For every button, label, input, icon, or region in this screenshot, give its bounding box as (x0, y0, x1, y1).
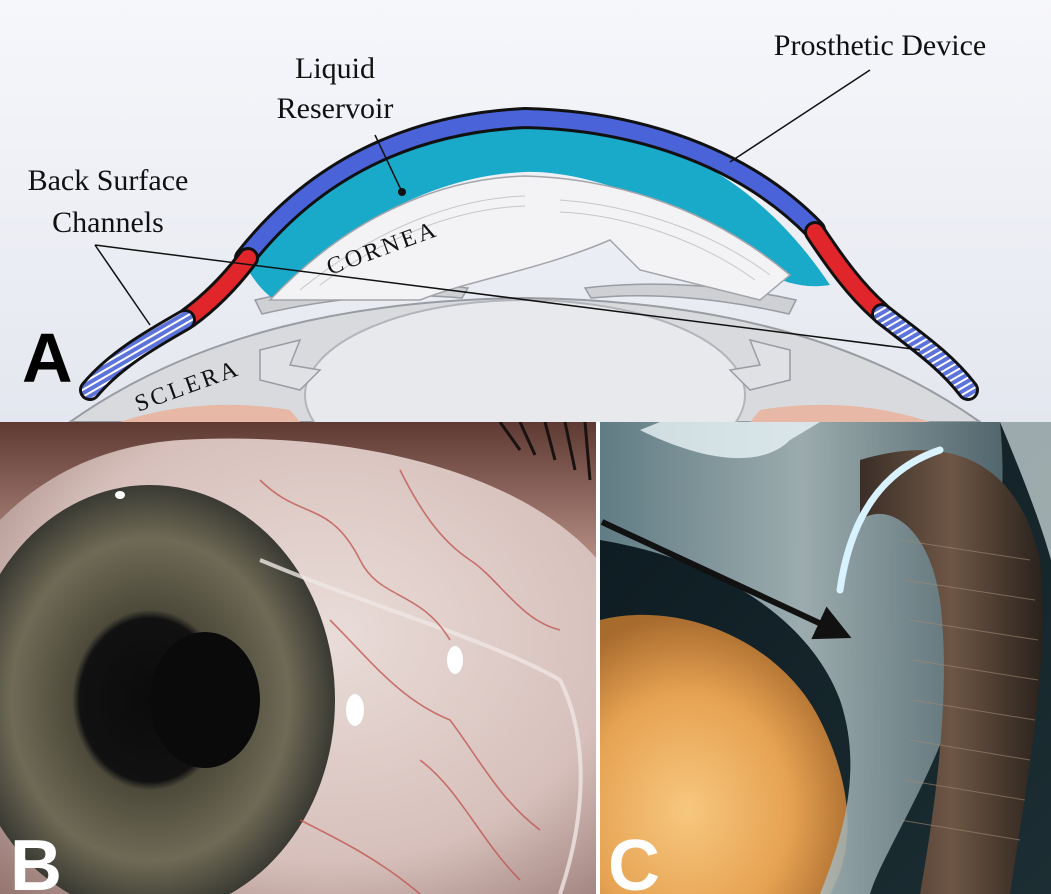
panel-letter-a: A (22, 319, 73, 397)
highlight-1 (346, 694, 364, 726)
panel-c: C (600, 422, 1051, 894)
label-reservoir: Reservoir (277, 92, 394, 125)
label-channels: Channels (52, 206, 164, 239)
label-prosthetic-device: Prosthetic Device (774, 29, 986, 62)
pupil (150, 632, 260, 768)
highlight-2 (447, 646, 463, 674)
panel-divider-vertical (596, 422, 600, 894)
label-liquid: Liquid (295, 52, 375, 85)
panel-a: Prosthetic Device Liquid Reservoir Back … (0, 0, 1051, 490)
highlight-3 (115, 491, 125, 499)
panel-letter-b: B (10, 826, 62, 894)
panel-letter-c: C (608, 826, 660, 894)
panel-b: B (0, 422, 598, 894)
label-back-surface: Back Surface (28, 164, 189, 197)
leader-reservoir-dot (398, 188, 406, 196)
